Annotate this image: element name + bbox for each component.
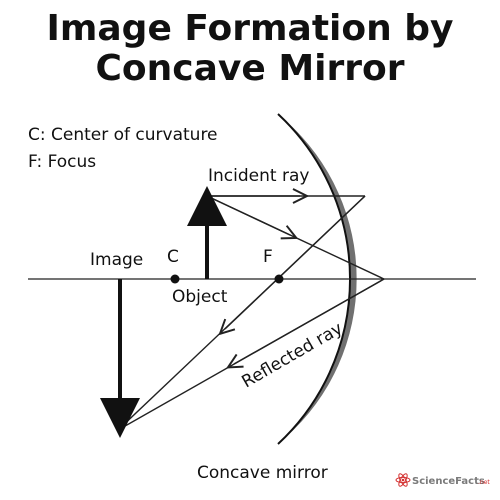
- atom-icon: [395, 473, 411, 487]
- reflected-ray-from-pole-arrow: [234, 278, 385, 364]
- reflected-ray-through-focus-arrow: [225, 195, 366, 329]
- incident-ray-to-pole-arrow: [206, 195, 290, 235]
- concave-mirror-label: Concave mirror: [197, 463, 328, 483]
- brand-name: ScienceFacts: [412, 476, 485, 487]
- focus-point: [274, 274, 284, 284]
- object-label: Object: [172, 287, 228, 307]
- title-line-2: Concave Mirror: [96, 48, 405, 89]
- sciencefacts-logo: ScienceFacts .net: [395, 473, 490, 487]
- legend-focus: F: Focus: [28, 152, 96, 172]
- image-label: Image: [90, 250, 143, 270]
- brand-suffix: .net: [478, 479, 490, 486]
- f-point-label: F: [263, 247, 273, 267]
- title-line-1: Image Formation by: [46, 8, 453, 49]
- center-of-curvature-point: [170, 274, 180, 284]
- incident-ray-label: Incident ray: [208, 166, 309, 186]
- c-point-label: C: [167, 247, 179, 267]
- legend-center-of-curvature: C: Center of curvature: [28, 125, 218, 145]
